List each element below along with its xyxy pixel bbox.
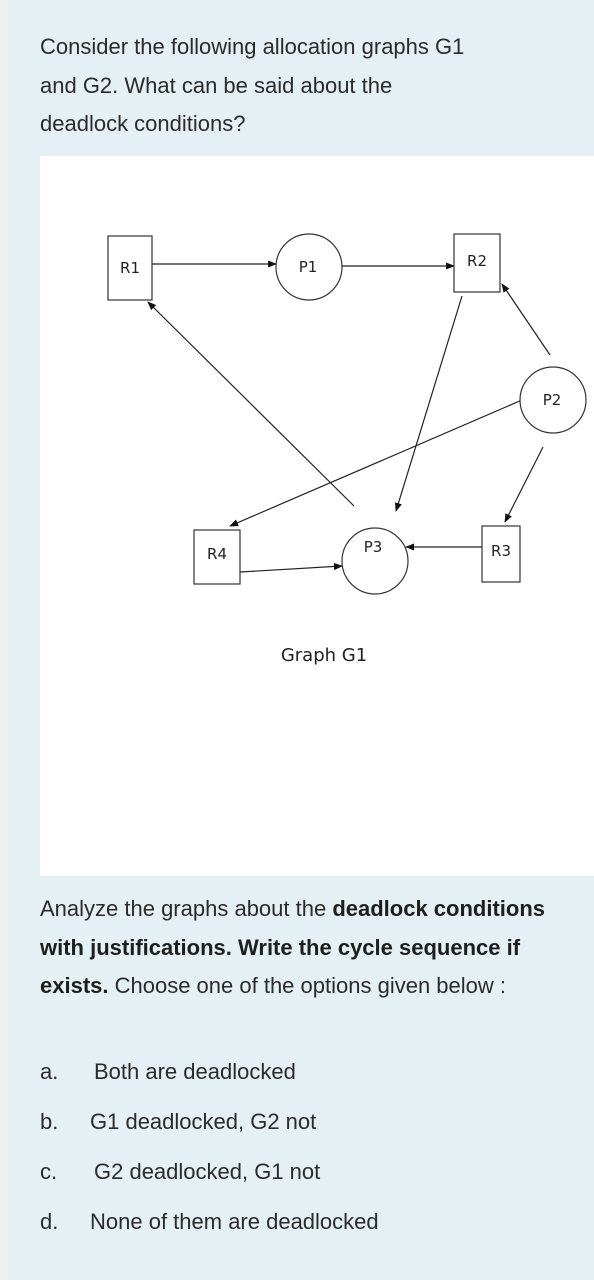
edge-p2-r4: [229, 399, 523, 527]
resource-node-r4: [193, 529, 241, 585]
graph-figure: R1 P1 R2 P2 R4 P3 R3 Graph G1: [40, 156, 594, 876]
edge-p3-r1: [147, 301, 355, 507]
node-label-p1: P1: [299, 258, 318, 276]
resource-node-r3: [481, 525, 521, 583]
instructions-part2: Choose one of the options given below :: [108, 973, 506, 998]
option-letter: c.: [40, 1159, 58, 1184]
option-letter: a.: [40, 1059, 59, 1084]
node-label-p3: P3: [364, 538, 383, 556]
question-line: and G2. What can be said about the: [40, 72, 393, 98]
question-text: Consider the following allocation graphs…: [40, 28, 570, 144]
edge-r2-p3: [394, 295, 463, 512]
edge-p2-r2: [501, 283, 551, 356]
option-letter: b.: [40, 1109, 59, 1134]
question-line: Consider the following allocation graphs…: [40, 34, 465, 59]
question-line: deadlock conditions?: [40, 111, 246, 136]
option-a[interactable]: a. Both are deadlocked: [40, 1056, 296, 1088]
node-label-r4: R4: [207, 545, 227, 563]
edge-r4-p3: [239, 562, 343, 573]
allocation-graph: R1 P1 R2 P2 R4 P3 R3 Graph G1: [107, 233, 587, 666]
edge-p2-r3: [504, 446, 544, 523]
option-c[interactable]: c. G2 deadlocked, G1 not: [40, 1156, 320, 1188]
graph-caption: Graph G1: [281, 645, 367, 666]
left-border: [0, 0, 8, 1280]
instructions-bold: deadlock conditions with justifications.…: [40, 896, 546, 998]
node-label-r3: R3: [491, 542, 511, 560]
option-b[interactable]: b. G1 deadlocked, G2 not: [40, 1106, 316, 1138]
process-node-p2: [519, 366, 587, 434]
option-text: G2 deadlocked, G1 not: [94, 1159, 321, 1184]
option-text: None of them are deadlocked: [90, 1209, 379, 1234]
resource-node-r2: [453, 233, 501, 293]
process-node-p1: [275, 233, 343, 301]
process-node-p3: [341, 527, 409, 595]
node-label-p2: P2: [543, 391, 562, 409]
node-label-r1: R1: [120, 259, 140, 277]
option-d[interactable]: d. None of them are deadlocked: [40, 1206, 379, 1238]
instructions-part1: Analyze the graphs about the: [40, 896, 333, 921]
option-letter: d.: [40, 1209, 59, 1234]
option-text: G1 deadlocked, G2 not: [90, 1109, 317, 1134]
node-label-r2: R2: [467, 252, 487, 270]
instructions-text: Analyze the graphs about the deadlock co…: [40, 890, 580, 1006]
option-text: Both are deadlocked: [94, 1059, 296, 1084]
resource-node-r1: [107, 235, 153, 301]
